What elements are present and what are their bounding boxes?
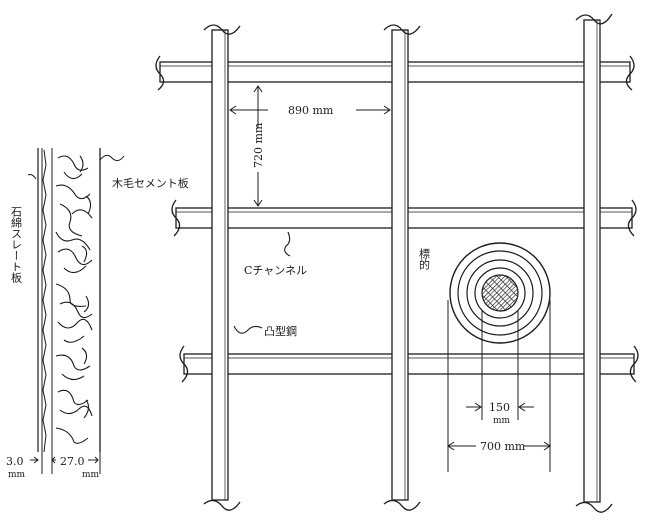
- target-bullseye-crosshatch: [482, 275, 518, 311]
- dim-890-arrow-left: [229, 105, 237, 115]
- wall-section: 木毛セメント板 石綿スレート板 3.0 mm 27.0 mm: [6, 148, 189, 480]
- dim-150-arrow-left: [474, 402, 482, 412]
- slate-label: 石綿スレート板: [10, 206, 23, 284]
- board-label: 木毛セメント板: [112, 176, 189, 190]
- convex-steel-label: 凸型鋼: [264, 324, 297, 338]
- target-ring-3: [466, 259, 534, 327]
- slate-texture: [42, 149, 47, 453]
- dim-700-label: 700 mm: [480, 440, 526, 453]
- column-1: [211, 29, 229, 501]
- thick1-unit: mm: [8, 470, 26, 480]
- dim-150-unit: mm: [493, 416, 511, 426]
- target: [449, 242, 551, 344]
- column-1-break-top: [203, 24, 241, 35]
- beam-top-break-left: [155, 55, 165, 91]
- thick2-unit: mm: [82, 470, 100, 480]
- thick1-value: 3.0: [6, 455, 24, 468]
- dim-890-arrow-right: [383, 105, 391, 115]
- dim-890-label: 890 mm: [288, 104, 334, 117]
- beam-bottom: [183, 353, 635, 375]
- target-ring-4: [474, 267, 526, 319]
- dim-700-arrow-right: [543, 441, 551, 451]
- thick1-arrow: [30, 456, 39, 464]
- thick2-value: 27.0: [60, 455, 85, 468]
- dim-720-arrow-bottom: [253, 199, 263, 207]
- column-3-break-top: [575, 13, 613, 25]
- vertical-columns: [203, 13, 613, 513]
- wood-wool-fibers: [55, 155, 93, 444]
- column-1-break-bottom: [203, 499, 241, 511]
- dim-720-label: 720 mm: [252, 122, 265, 168]
- dim-700-arrow-left: [447, 441, 455, 451]
- c-channel-leader: [284, 231, 291, 257]
- column-2: [391, 29, 409, 501]
- target-label: 標的: [418, 247, 431, 271]
- column-3-break-bottom: [575, 501, 613, 513]
- dim-720-arrow-top: [253, 85, 263, 93]
- beam-mid-break-right: [627, 199, 637, 237]
- target-ring-2: [457, 250, 543, 336]
- target-dimensions: 150 mm 700 mm: [447, 300, 551, 472]
- beam-top-break-right: [625, 55, 635, 91]
- column-3: [583, 19, 601, 503]
- dim-150-arrow-right: [518, 402, 526, 412]
- convex-steel-leader: [233, 325, 263, 334]
- thick2-arrows: [51, 456, 99, 464]
- dim-150-value: 150: [489, 401, 510, 414]
- column-2-break-bottom: [383, 499, 421, 511]
- column-2-break-top: [383, 24, 421, 35]
- slate-leader-line: [27, 174, 37, 180]
- beam-mid-break-left: [171, 199, 181, 237]
- board-leader-line: [99, 154, 125, 162]
- beam-bottom-break-left: [179, 345, 189, 383]
- c-channel-label: Cチャンネル: [244, 264, 307, 277]
- beam-bottom-break-right: [629, 345, 639, 383]
- spacing-dimensions: 890 mm 720 mm: [229, 85, 391, 207]
